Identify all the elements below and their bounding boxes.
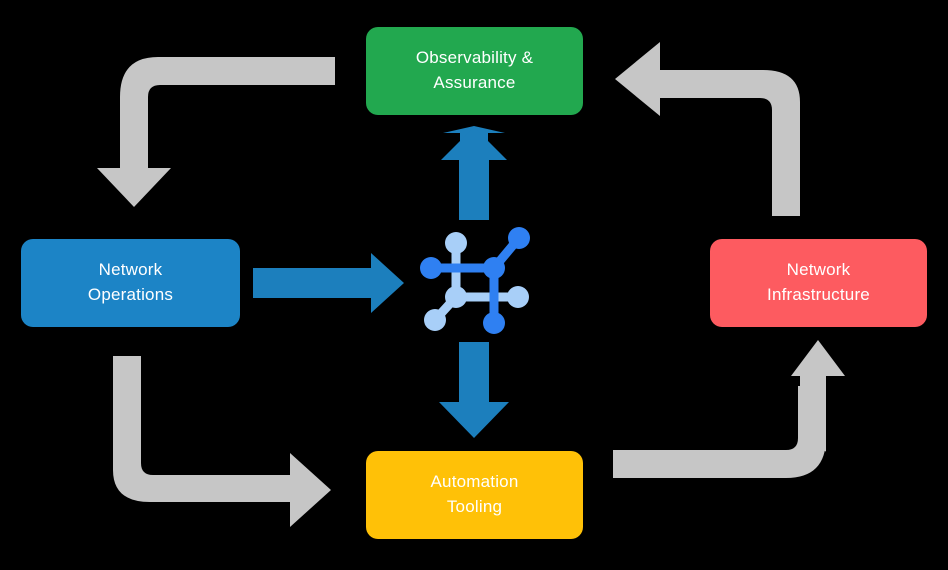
- network-topology-icon: [420, 227, 530, 334]
- connector-infrastructure-to-observability: [615, 42, 800, 216]
- node-observability-assurance[interactable]: Observability & Assurance: [366, 27, 583, 115]
- connector-observability-to-ops: [97, 57, 335, 207]
- connector-ops-to-automation: [113, 356, 331, 527]
- node-network-infrastructure[interactable]: Network Infrastructure: [710, 239, 927, 327]
- connector-automation-to-infrastructure-arm: [613, 386, 826, 478]
- connector-center-to-observability-shaft: [441, 127, 507, 220]
- node-network-operations-label: Network Operations: [87, 260, 174, 304]
- connector-ops-to-center: [253, 253, 404, 313]
- node-automation-tooling-label: Automation Tooling: [430, 472, 519, 516]
- node-automation-tooling[interactable]: Automation Tooling: [366, 451, 583, 539]
- connector-center-to-automation: [439, 342, 509, 438]
- node-network-infrastructure-label: Network Infrastructure: [767, 260, 870, 304]
- node-network-operations[interactable]: Network Operations: [21, 239, 240, 327]
- node-observability-label: Observability & Assurance: [415, 48, 534, 92]
